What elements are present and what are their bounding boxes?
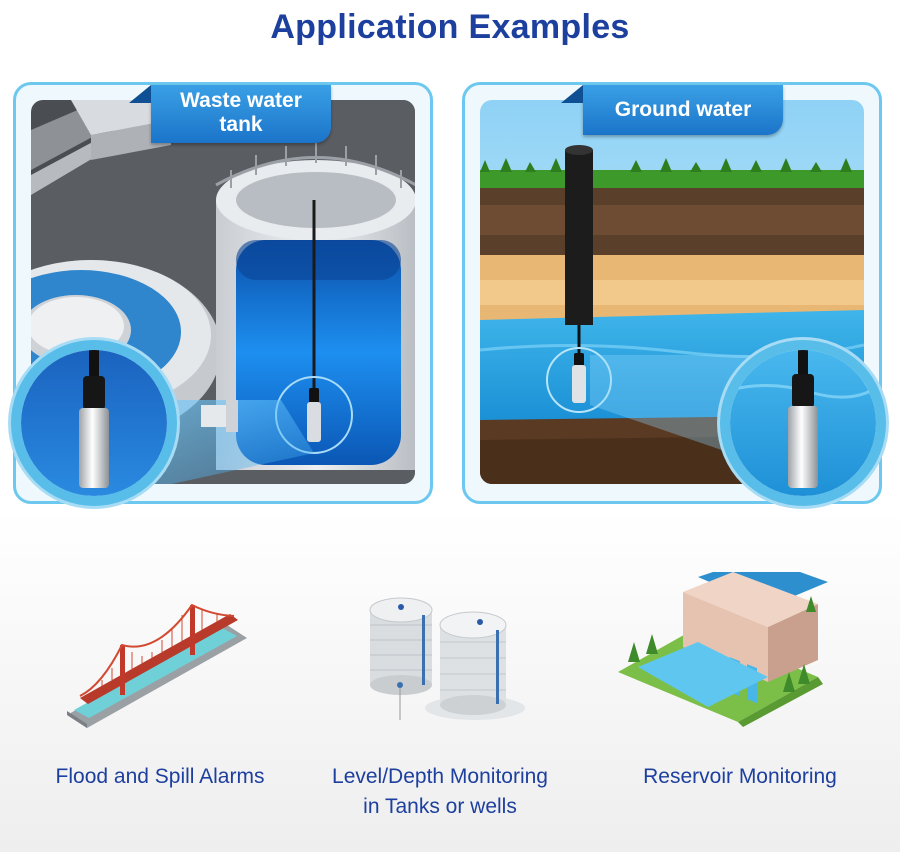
pressure-sensor-icon bbox=[21, 350, 167, 496]
sensor-magnifier-left bbox=[11, 340, 177, 506]
pressure-sensor-icon bbox=[730, 350, 876, 496]
waste-water-tank-label-line1: Waste water bbox=[180, 89, 302, 112]
ribbon-fold bbox=[129, 85, 151, 103]
page-title: Application Examples bbox=[270, 8, 630, 46]
waste-water-tank-panel: Waste water tank bbox=[11, 82, 433, 506]
waste-water-tank-label: Waste water tank bbox=[151, 85, 331, 143]
level-depth-monitoring-caption: Level/Depth Monitoring in Tanks or wells bbox=[305, 762, 575, 822]
storage-tanks-icon bbox=[360, 590, 530, 730]
level-depth-monitoring-caption-line2: in Tanks or wells bbox=[363, 795, 517, 818]
dam-icon bbox=[618, 557, 828, 732]
ground-water-panel: Ground water bbox=[462, 82, 886, 506]
flood-and-spill-alarms-caption: Flood and Spill Alarms bbox=[55, 765, 265, 788]
suspension-bridge-icon bbox=[62, 600, 252, 735]
ribbon-fold bbox=[561, 85, 583, 103]
ground-water-label: Ground water bbox=[583, 85, 783, 135]
sensor-magnifier-right bbox=[720, 340, 886, 506]
waste-water-tank-label-line2: tank bbox=[219, 113, 263, 136]
reservoir-monitoring-caption: Reservoir Monitoring bbox=[643, 765, 837, 788]
level-depth-monitoring-caption-line1: Level/Depth Monitoring bbox=[332, 765, 548, 788]
